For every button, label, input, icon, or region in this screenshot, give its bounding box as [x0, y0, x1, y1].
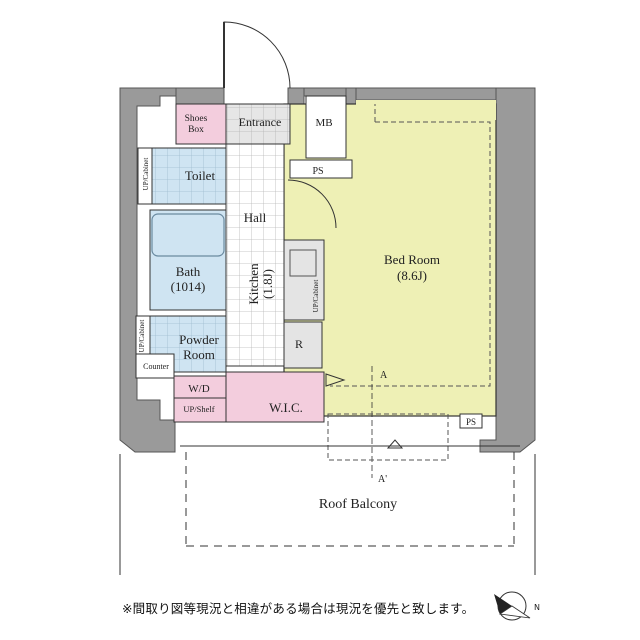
toilet-cabinet-label: UP/Cabinet — [142, 158, 150, 191]
wic-label: W.I.C. — [269, 400, 303, 415]
ps-top-box — [289, 159, 353, 179]
kitchen-cabinet-label: UP/Cabinet — [312, 280, 320, 313]
kitchen-size-label: (1.8J) — [260, 269, 275, 299]
roof-balcony — [119, 445, 536, 575]
ps-bottom-label: PS — [466, 417, 476, 427]
svg-text:N: N — [534, 603, 540, 612]
refrigerator-label: R — [295, 337, 303, 351]
north-arrow-icon: N — [494, 591, 540, 621]
ps-bottom-box — [459, 413, 483, 429]
counter-label: Counter — [143, 362, 169, 371]
wd-label: W/D — [188, 383, 209, 395]
section-a-label: A — [380, 370, 388, 381]
mb-closet — [305, 95, 347, 159]
kitchen-counter — [283, 239, 325, 321]
shoes-box-area — [175, 103, 227, 145]
entry-door — [223, 21, 291, 89]
bath-label: Bath — [176, 264, 201, 279]
toilet-label: Toilet — [185, 168, 216, 183]
kitchen-label: Kitchen — [246, 263, 261, 305]
shoes-box-label-2: Box — [188, 125, 204, 135]
balcony-label: Roof Balcony — [319, 497, 397, 512]
hall-floor — [225, 143, 285, 367]
powder-room-label: Room — [183, 347, 215, 362]
section-a-prime-label: A' — [378, 474, 387, 485]
powder-cabinet-label: UP/Cabinet — [138, 320, 146, 353]
ps-top-label: PS — [312, 166, 323, 177]
entrance-label: Entrance — [239, 115, 282, 129]
up-shelf-label: UP/Shelf — [183, 404, 214, 414]
powder-label: Powder — [179, 332, 219, 347]
footer-note: ※間取り図等現況と相違がある場合は現況を優先と致します。 — [122, 601, 475, 616]
wic-room — [225, 371, 325, 423]
mb-label: MB — [315, 117, 332, 129]
bath-size-label: (1014) — [171, 279, 206, 294]
hall-label: Hall — [244, 210, 267, 225]
bath-room — [149, 209, 227, 311]
bedroom-size-label: (8.6J) — [397, 268, 427, 283]
shoes-box-label-1: Shoes — [185, 114, 208, 124]
bedroom-label: Bed Room — [384, 252, 440, 267]
